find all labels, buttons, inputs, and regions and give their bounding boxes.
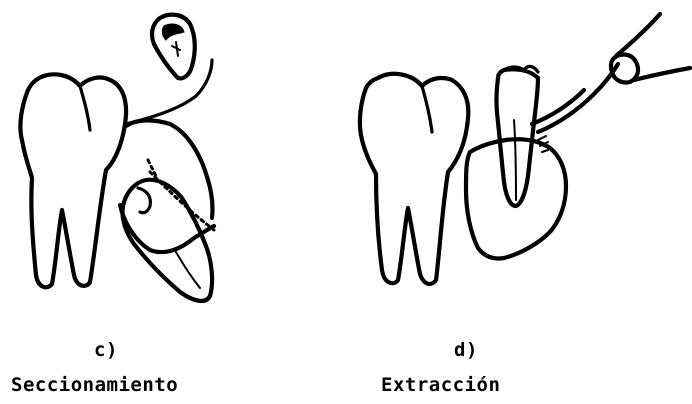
panel-c-drawing xyxy=(20,15,214,301)
panel-d-elevator-shaft xyxy=(532,90,584,124)
panel-d-drawing xyxy=(360,14,690,284)
panel-c-crown-fragment-shade xyxy=(162,24,184,40)
panel-c-tooth-crown-mark xyxy=(138,188,150,213)
panel-c-molar xyxy=(20,74,126,287)
panel-c-crown-fragment-mark xyxy=(172,42,180,56)
panel-d-tooth-root-line xyxy=(514,120,516,200)
panel-c-section-line xyxy=(150,172,214,230)
panel-c-molar-fissure xyxy=(80,86,90,130)
panel-d-handle-upper xyxy=(616,14,660,56)
panel-d-molar xyxy=(360,74,468,284)
panel-c-caption: Seccionamiento xyxy=(11,374,178,396)
panel-d-letter: d) xyxy=(454,339,478,361)
panel-c-flap xyxy=(126,120,213,218)
panel-d-caption: Extracción xyxy=(381,374,500,396)
panel-c-letter: c) xyxy=(94,339,118,361)
panel-d-molar-fissure xyxy=(422,86,432,132)
panel-c-tooth-root-line xyxy=(176,252,200,288)
panel-d-handle-lower xyxy=(634,68,690,80)
